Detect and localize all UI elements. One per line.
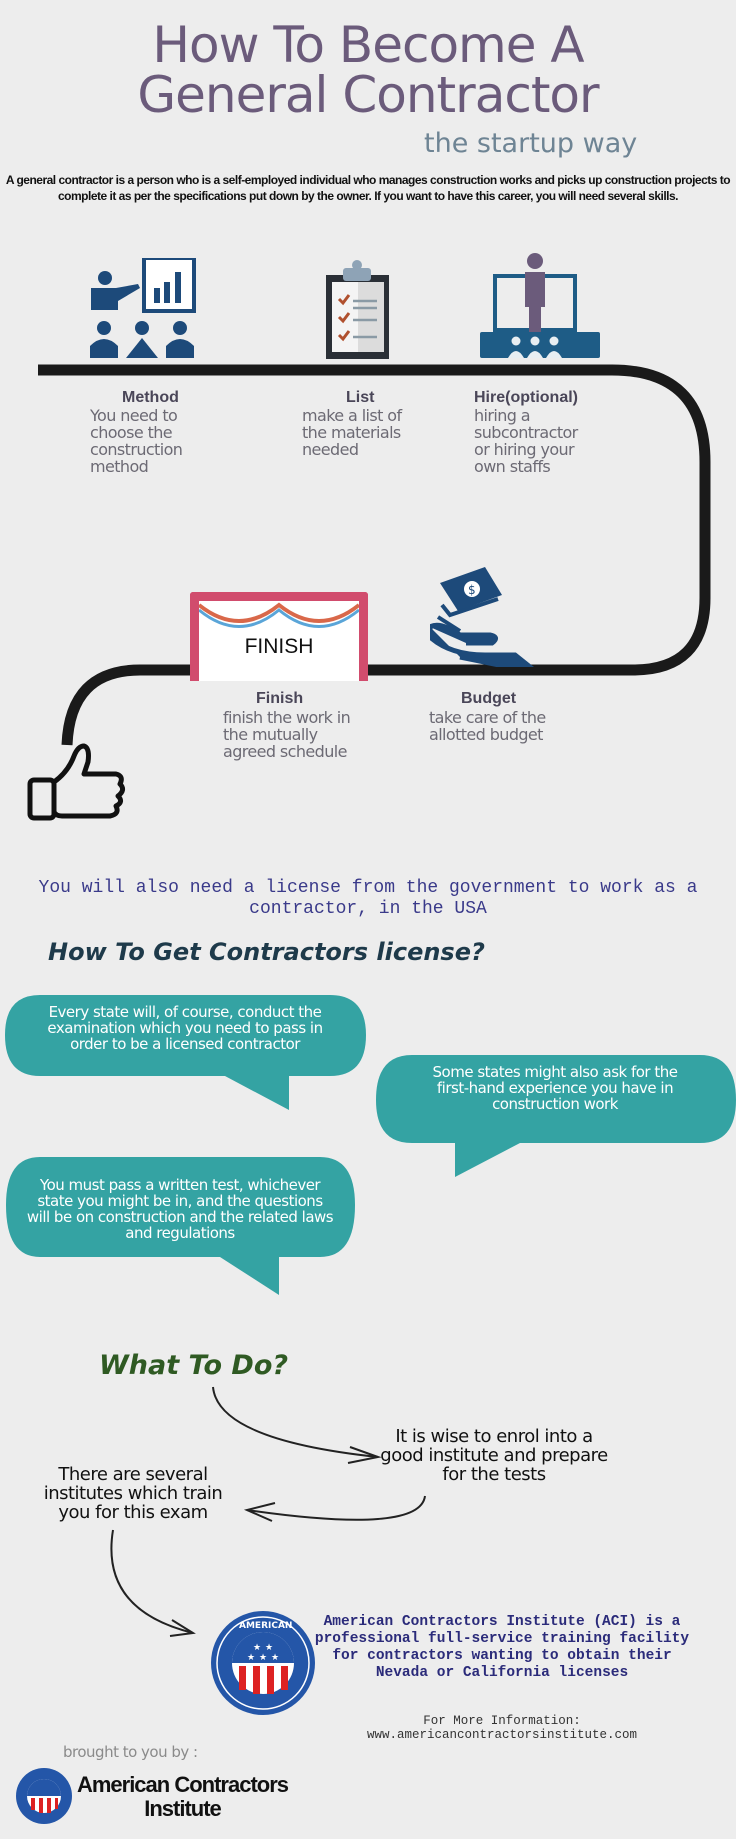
speech-bubbles [5, 995, 736, 1295]
bubble-3-shape [6, 1157, 355, 1295]
institutes-text: There are several institutes which train… [43, 1464, 223, 1523]
arrow-to-right-text [212, 1386, 382, 1464]
bubble-1-text: Every state will, of course, conduct the… [47, 1003, 323, 1053]
bubble-3-text: You must pass a written test, whichever … [26, 1176, 334, 1242]
svg-text:★: ★ [271, 1653, 279, 1663]
bunting-icon [199, 602, 359, 628]
svg-text:★: ★ [265, 1643, 273, 1653]
license-note: You will also need a license from the go… [38, 878, 698, 919]
step-list-title: List [346, 389, 375, 406]
title-line-1: How To Become A [152, 16, 584, 74]
speaker-audience-icon [480, 253, 600, 358]
aci-website-link[interactable]: www.americancontractorsinstitute.com [366, 1728, 638, 1742]
bubble-1-shape [5, 995, 366, 1110]
svg-text:★: ★ [253, 1643, 261, 1653]
presentation-icon [90, 258, 196, 358]
brought-by-label: brought to you by : [63, 1743, 198, 1761]
arrow-to-left-text [243, 1495, 426, 1522]
step-hire-body: hiring a subcontractor or hiring your ow… [474, 406, 578, 476]
svg-text:$: $ [468, 583, 476, 597]
bubble-2-text: Some states might also ask for the first… [432, 1063, 678, 1113]
footer-seal-logo [16, 1768, 72, 1824]
arrow-to-logo [110, 1529, 196, 1637]
svg-text:★: ★ [247, 1653, 255, 1663]
more-info-label: For More Information: [423, 1714, 581, 1728]
footer-brand-line-2: Institute [144, 1796, 222, 1821]
step-method-title: Method [122, 389, 179, 406]
aci-description: American Contractors Institute (ACI) is … [314, 1614, 690, 1681]
intro-text: A general contractor is a person who is … [5, 173, 731, 203]
subtitle: the startup way [424, 128, 638, 159]
thumbs-up-icon [27, 743, 126, 821]
footer-brand-line-1: American Contractors [76, 1772, 289, 1797]
clipboard-checklist-icon [326, 260, 389, 359]
step-budget-body: take care of the allotted budget [429, 708, 546, 744]
step-finish-title: Finish [256, 690, 304, 707]
step-list-body: make a list of the materials needed [302, 406, 402, 459]
svg-text:★: ★ [259, 1653, 267, 1663]
license-heading: How To Get Contractors license? [48, 938, 485, 966]
step-finish-body: finish the work in the mutually agreed s… [223, 708, 351, 761]
step-hire-title: Hire(optional) [474, 389, 578, 406]
footer-brand: American Contractors Institute [75, 1773, 290, 1821]
seal-lettering: AMERICAN [239, 1621, 292, 1631]
title-line-2: General Contractor [137, 66, 599, 124]
roadmap-track [38, 364, 711, 746]
finish-sign-text: FINISH [244, 635, 314, 658]
finish-banner-icon: FINISH [190, 592, 368, 681]
aci-seal-logo: ★★★★★ AMERICAN [211, 1611, 315, 1715]
bubble-2-shape [376, 1055, 736, 1177]
step-method-body: You need to choose the construction meth… [90, 406, 183, 476]
enrol-text: It is wise to enrol into a good institut… [380, 1426, 608, 1485]
money-hand-icon: $ [430, 567, 535, 667]
step-budget-title: Budget [461, 690, 517, 707]
what-to-do-heading: What To Do? [99, 1350, 289, 1381]
